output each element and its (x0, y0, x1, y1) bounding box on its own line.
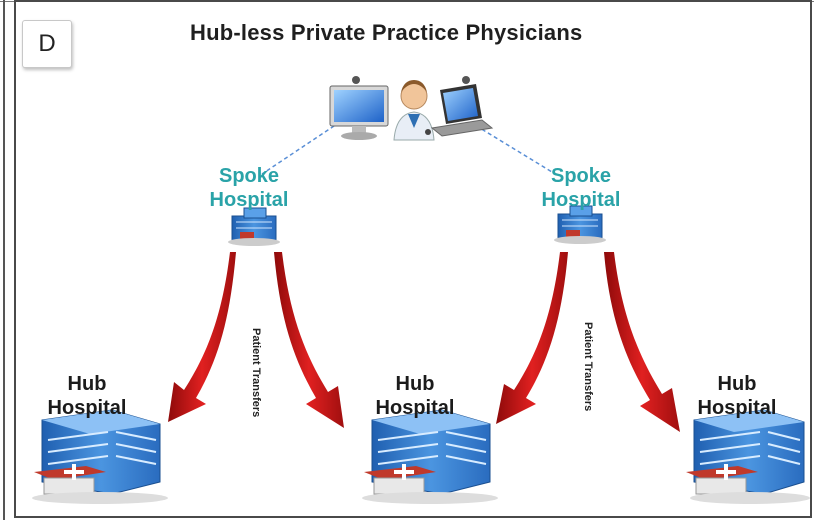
hub-hospital-center-icon (362, 409, 498, 504)
hub-right-line2: Hospital (697, 397, 777, 419)
spoke-left-line1: Spoke (218, 165, 280, 187)
outer-border-left (3, 0, 5, 520)
hub-hospital-right-label: Hub Hospital (682, 372, 792, 420)
transfer-arrow-left-a (168, 252, 236, 422)
spoke-hospital-right-icon (554, 205, 606, 244)
hub-hospital-right-icon (686, 409, 810, 504)
spoke-hospital-left-icon (228, 207, 280, 246)
transfer-arrow-left-b (274, 252, 344, 428)
panel-label: D (22, 20, 72, 68)
diagram-title: Hub-less Private Practice Physicians (190, 20, 583, 45)
patient-transfers-right-label: Patient Transfers (582, 322, 594, 412)
spoke-right-line2: Hospital (541, 189, 621, 211)
hub-center-line2: Hospital (375, 397, 455, 419)
patient-transfers-left-label: Patient Transfers (250, 328, 262, 418)
hub-left-line2: Hospital (47, 397, 127, 419)
link-physician-spoke-left (261, 121, 341, 175)
spoke-hospital-right-label: Spoke Hospital (526, 164, 636, 212)
spoke-left-line2: Hospital (209, 189, 289, 211)
link-physician-spoke-right (469, 121, 553, 173)
hub-center-line1: Hub (395, 373, 435, 395)
spoke-right-line1: Spoke (550, 165, 612, 187)
transfer-arrow-right-b (604, 252, 680, 432)
hub-hospital-center-label: Hub Hospital (360, 372, 470, 420)
hub-right-line1: Hub (717, 373, 757, 395)
hub-hospital-left-icon (32, 409, 168, 504)
spoke-hospital-left-label: Spoke Hospital (194, 164, 304, 212)
physician-computers-icon (329, 76, 494, 141)
hub-hospital-left-label: Hub Hospital (32, 372, 142, 420)
transfer-arrow-right-a (496, 252, 568, 424)
hub-left-line1: Hub (67, 373, 107, 395)
